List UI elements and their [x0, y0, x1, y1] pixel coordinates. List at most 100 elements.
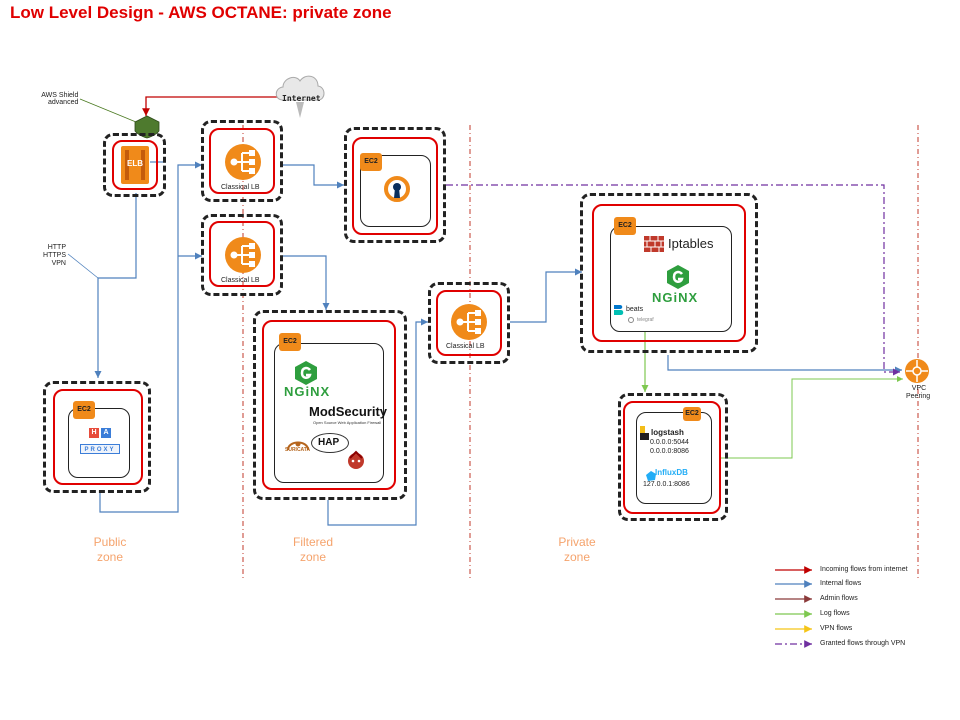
logstash-label: logstash	[651, 428, 684, 437]
ec2-filtered-border	[262, 320, 396, 490]
influxdb-label: InfluxDB	[655, 468, 688, 477]
zone-label-public: Public zone	[80, 535, 140, 565]
haproxy-short-label: HAP	[318, 437, 340, 448]
ec2-badge: EC2	[683, 407, 701, 421]
flow-lb2-filtered	[282, 255, 330, 310]
legend-incoming: Incoming flows from internet	[820, 566, 908, 573]
telegraf-label: telegraf	[637, 317, 654, 323]
openvpn-icon	[383, 175, 411, 208]
ec2-badge: EC2	[614, 217, 636, 235]
ec2-haproxy-inner	[68, 408, 130, 478]
legend-log: Log flows	[820, 610, 850, 617]
haproxy-small-icon: HAP	[311, 433, 349, 453]
classical-lb-3-border	[436, 290, 502, 356]
ec2-private-border	[592, 204, 746, 342]
elb-border	[112, 140, 158, 190]
classical-lb-2-label: Classical LB	[221, 277, 260, 284]
suricata-icon: SURICATA	[284, 436, 312, 461]
classical-lb-2-border	[209, 221, 275, 287]
beats-icon	[613, 303, 625, 321]
ec2-private-container[interactable]	[580, 193, 758, 353]
elb-icon: ELB	[121, 146, 149, 184]
nginx-label: NGiNX	[284, 384, 331, 399]
influxdb-icon	[646, 468, 656, 486]
modsecurity-subtitle: Open Source Web Application Firewall	[313, 420, 382, 425]
flow-filtered-lb3	[327, 318, 428, 526]
ec2-vpn-container[interactable]	[344, 127, 446, 243]
legend-vpn: VPN flows	[820, 625, 853, 632]
ec2-badge: EC2	[360, 153, 382, 171]
zone-public-line1: Public	[93, 535, 127, 549]
nginx-label: NGiNX	[652, 290, 699, 305]
legend-lines	[775, 566, 812, 648]
crowdsec-icon	[346, 450, 366, 475]
ec2-badge: EC2	[279, 333, 301, 351]
classical-lb-3-container[interactable]	[428, 282, 510, 364]
protocols-label: HTTP HTTPS VPN	[40, 244, 66, 268]
flow-elb-haproxy	[94, 193, 137, 378]
beats-label: beats	[626, 306, 644, 313]
zone-private-line2: zone	[563, 550, 591, 564]
shield-label: AWS Shield advanced	[40, 92, 78, 106]
haproxy-word: PROXY	[80, 444, 120, 454]
vpc-peering-label: VPC Peering	[906, 385, 930, 401]
elb-label: ELB	[127, 159, 143, 168]
modsecurity-label: ModSecurity	[309, 404, 388, 419]
shield-connector	[79, 98, 137, 123]
log-flow-logstash-vpc	[720, 376, 903, 459]
vpc-peering-icon[interactable]	[904, 358, 930, 389]
ec2-haproxy-border	[53, 389, 143, 485]
ec2-logging-container[interactable]	[618, 393, 728, 521]
vpn-granted-flow	[446, 184, 900, 376]
legend-internal: Internal flows	[820, 580, 862, 587]
flow-private-vpc	[667, 355, 902, 374]
nginx-logo-icon	[666, 264, 690, 295]
page-title: Low Level Design - AWS OCTANE: private z…	[10, 3, 392, 22]
protocol-http: HTTP	[47, 244, 66, 251]
logstash-addr-2: 0.0.0.0:8086	[650, 448, 689, 455]
zone-filtered-line2: zone	[299, 550, 327, 564]
flow-lb1-vpn	[282, 164, 344, 189]
flow-lb3-private	[510, 268, 582, 323]
protocol-https: HTTPS	[43, 252, 66, 259]
classical-lb-2-container[interactable]	[201, 214, 283, 296]
nginx-logo-icon	[294, 360, 318, 391]
internet-cloud-icon	[275, 75, 325, 118]
classical-lb-1-label: Classical LB	[221, 184, 260, 191]
shield-label-line2: advanced	[48, 99, 79, 106]
load-balancer-icon	[450, 303, 488, 346]
legend-granted: Granted flows through VPN	[820, 640, 906, 647]
logstash-icon	[640, 426, 649, 445]
iptables-label: Iptables	[668, 236, 714, 251]
shield-label-line1: AWS Shield	[41, 92, 79, 99]
influxdb-addr: 127.0.0.1:8086	[643, 481, 690, 488]
elb-container[interactable]	[103, 133, 166, 197]
classical-lb-1-border	[209, 128, 275, 194]
haproxy-letter-a: A	[101, 428, 111, 438]
legend-admin: Admin flows	[820, 595, 858, 602]
zone-public-line2: zone	[96, 550, 124, 564]
logstash-addr-1: 0.0.0.0:5044	[650, 439, 689, 446]
zone-private-line1: Private	[558, 535, 596, 549]
ec2-filtered-container[interactable]	[253, 310, 407, 500]
haproxy-icon: H A PROXY	[80, 428, 120, 458]
ec2-filtered-inner	[274, 343, 384, 483]
zone-label-private: Private zone	[547, 535, 607, 565]
vpc-label-line1: VPC	[911, 385, 927, 392]
classical-lb-1-container[interactable]	[201, 120, 283, 202]
ec2-haproxy-container[interactable]	[43, 381, 151, 493]
zone-label-filtered: Filtered zone	[283, 535, 343, 565]
classical-lb-3-label: Classical LB	[446, 343, 485, 350]
load-balancer-icon	[224, 236, 262, 279]
flow-haproxy-lbs	[99, 161, 202, 513]
zone-filtered-line1: Filtered	[292, 535, 333, 549]
load-balancer-icon	[224, 143, 262, 186]
ec2-logging-inner	[636, 412, 712, 504]
ec2-badge: EC2	[73, 401, 95, 419]
suricata-label: SURICATA	[285, 447, 311, 453]
haproxy-letter-h: H	[89, 428, 99, 438]
ec2-vpn-border	[352, 137, 438, 235]
internet-label: Internet	[282, 94, 321, 103]
protocol-vpn: VPN	[51, 260, 66, 267]
